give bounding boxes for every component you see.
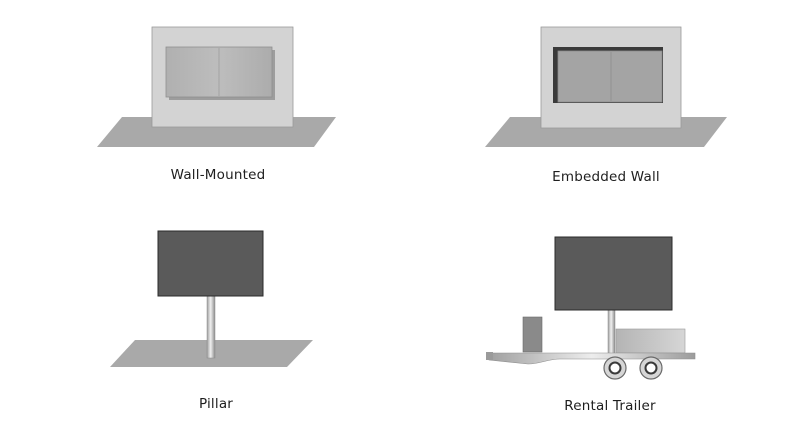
- rental-trailer-illustration: [486, 236, 696, 380]
- caption-wall-mounted: Wall-Mounted: [170, 167, 266, 183]
- trailer-wheel-rear: [639, 356, 663, 380]
- trailer-wheel-front: [603, 356, 627, 380]
- caption-pillar: Pillar: [198, 396, 234, 412]
- trailer-generator: [522, 316, 543, 353]
- pillar-illustration: [110, 230, 313, 367]
- embedded-wall-screen: [557, 50, 663, 103]
- wall-mounted-illustration: [97, 26, 336, 147]
- pillar-pole: [206, 295, 216, 359]
- trailer-mast: [607, 308, 616, 355]
- pillar-screen: [157, 230, 264, 297]
- trailer-hitch-knob: [486, 352, 493, 360]
- embedded-wall-illustration: [485, 26, 727, 147]
- trailer-screen: [554, 236, 673, 311]
- trailer-equipment-box: [615, 328, 686, 354]
- caption-embedded-wall: Embedded Wall: [552, 169, 660, 185]
- trailer-frame: [488, 352, 696, 365]
- caption-rental-trailer: Rental Trailer: [564, 398, 656, 414]
